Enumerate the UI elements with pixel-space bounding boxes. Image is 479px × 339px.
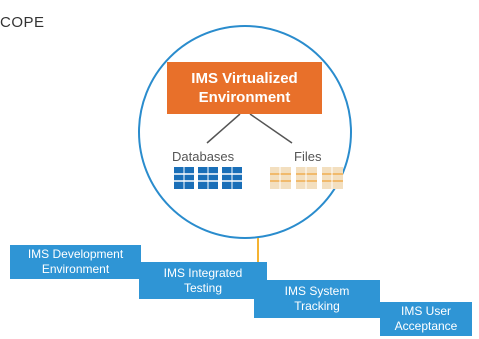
- stage-label-line1: IMS Development: [27, 247, 124, 261]
- stage-system-tracking: IMS System Tracking: [254, 280, 380, 318]
- stage-label-line1: IMS System: [284, 284, 350, 298]
- database-icon: [174, 167, 194, 189]
- databases-label: Databases: [172, 149, 235, 164]
- database-icon: [222, 167, 242, 189]
- stage-label-line2: Testing: [183, 280, 223, 295]
- connector-databases: [206, 113, 241, 144]
- section-title: COPE: [0, 14, 45, 31]
- virtualized-environment-title-line2: Environment: [198, 89, 291, 106]
- file-icon: [296, 167, 317, 189]
- stage-label-line1: IMS Integrated: [163, 265, 243, 280]
- stage-label-line2: Environment: [41, 262, 110, 276]
- database-icon: [198, 167, 218, 189]
- virtualized-environment-box: IMS Virtualized Environment: [167, 62, 322, 114]
- environment-circle: [138, 25, 352, 239]
- stage-label-line2: Tracking: [294, 299, 340, 313]
- stage-development-environment: IMS Development Environment: [10, 245, 141, 279]
- stage-integrated-testing: IMS Integrated Testing: [139, 262, 267, 299]
- stage-label-line2: Acceptance: [394, 319, 458, 333]
- virtualized-environment-title-line1: IMS Virtualized: [191, 70, 298, 87]
- file-icon: [322, 167, 343, 189]
- connector-files: [249, 113, 293, 144]
- file-icon: [270, 167, 291, 189]
- stage-user-acceptance: IMS User Acceptance: [380, 302, 472, 336]
- files-label: Files: [294, 149, 322, 164]
- stage-label-line1: IMS User: [400, 304, 451, 318]
